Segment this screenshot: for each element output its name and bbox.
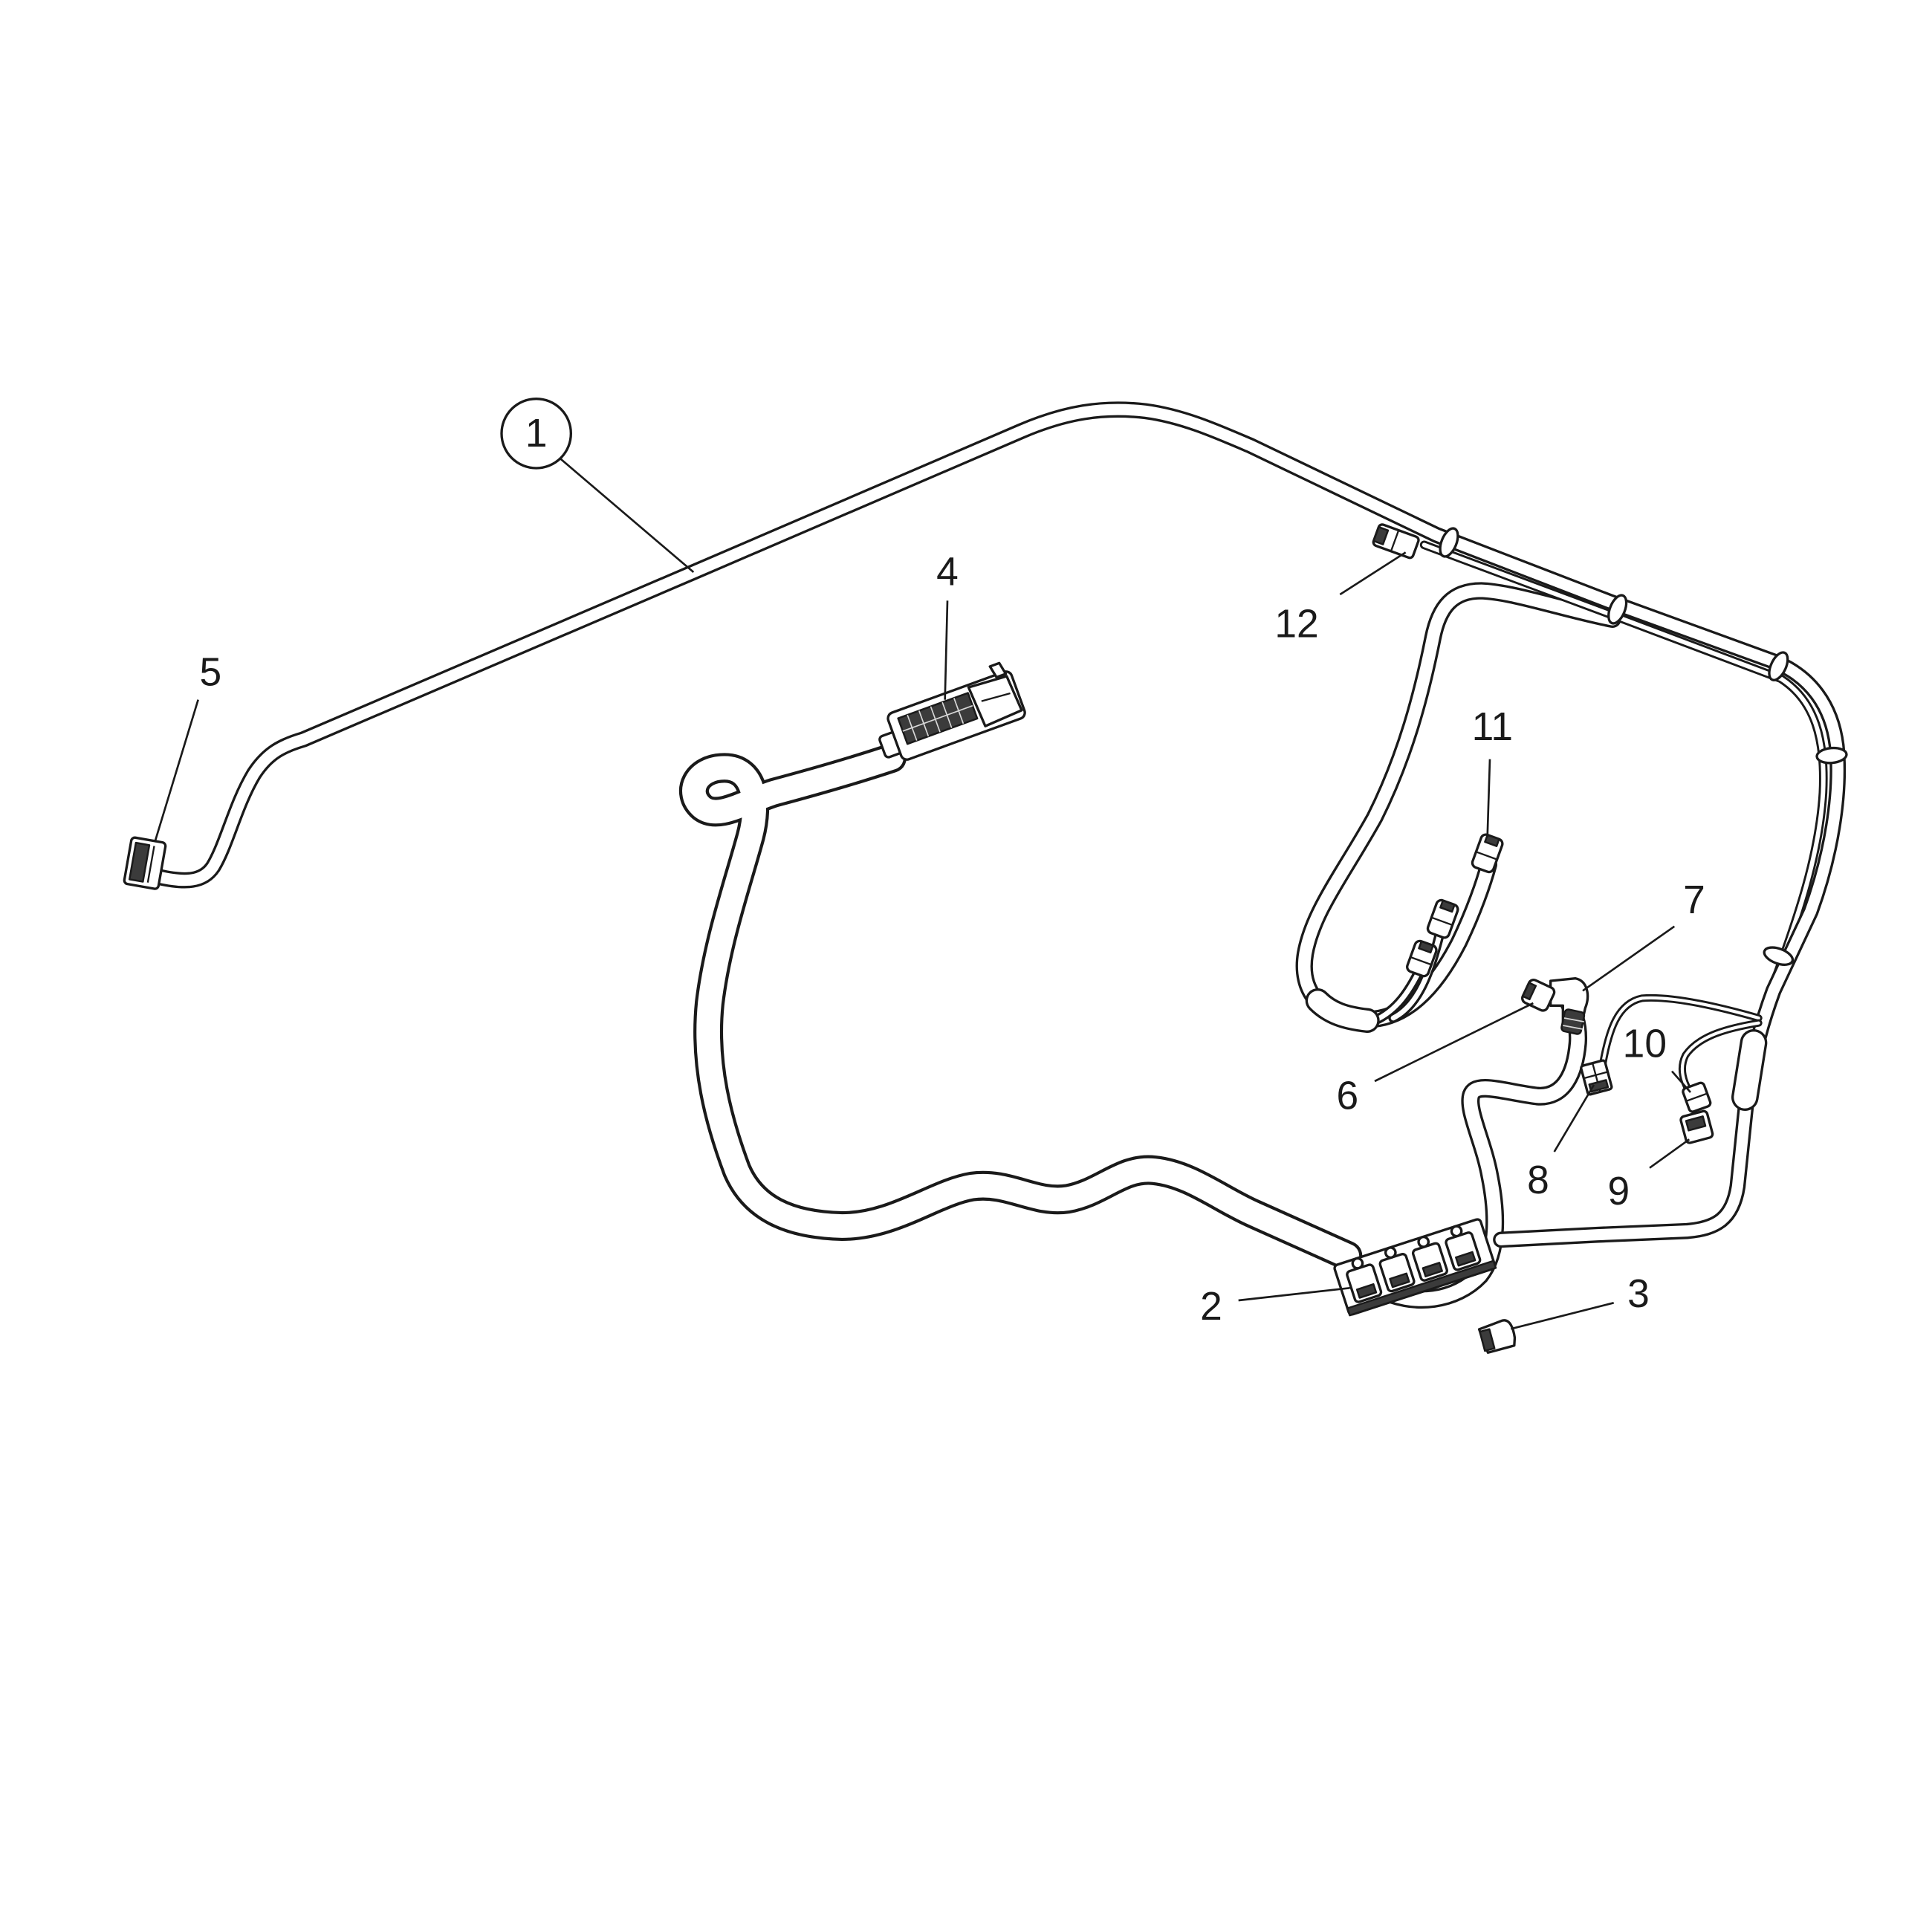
leader-3 [1511, 1302, 1614, 1330]
clip-part-3-face [1479, 1328, 1496, 1352]
relay-block-2 [1333, 1218, 1497, 1317]
branch-cable-to-connector-6 [1367, 991, 1588, 1309]
main-harness-cable-core [152, 403, 1844, 1245]
callout-leaders [154, 457, 1691, 1330]
cable-clamps [1439, 527, 1848, 966]
callout-label-9: 9 [1607, 1170, 1630, 1213]
relay-terminal [1417, 1235, 1430, 1248]
connector-11-tertiary-face [1418, 940, 1434, 954]
connector-11-secondary-face [1439, 899, 1456, 913]
connector-4-rib [902, 704, 973, 732]
callout-label-6: 6 [1336, 1074, 1358, 1118]
callout-label-11: 11 [1472, 705, 1513, 749]
branch-cable-6-core [1370, 993, 1585, 1306]
branch-cable-11-core [1298, 584, 1619, 1026]
connector-11-tertiary-rib [1410, 956, 1432, 966]
connector-12 [1372, 523, 1420, 560]
main-harness-cable-outline [150, 401, 1847, 1248]
relay-face [1455, 1251, 1476, 1267]
connector-5-face [128, 841, 151, 883]
connector-7-elbow [1549, 977, 1589, 1035]
leader-10 [1671, 1070, 1691, 1093]
callout-label-4: 4 [936, 551, 959, 594]
relay-face [1389, 1272, 1410, 1288]
cable-clamp [1607, 594, 1628, 625]
callout-label-5: 5 [199, 651, 221, 695]
callout-label-1: 1 [525, 412, 548, 456]
callout-label-12: 12 [1274, 603, 1318, 646]
relay-terminal [1384, 1246, 1397, 1260]
connector-6 [1521, 978, 1556, 1012]
connector-8 [1580, 1059, 1613, 1096]
leader-9 [1649, 1138, 1690, 1169]
main-harness-cable [150, 401, 1847, 1248]
branch-wire-10-core [1680, 1021, 1760, 1099]
relay [1445, 1225, 1482, 1271]
relay-face [1422, 1262, 1443, 1277]
branch-wire-11b-core [1390, 929, 1443, 1021]
cable-clamp [1815, 746, 1848, 765]
cable-clamp [1768, 651, 1789, 681]
connector-7-rib [1563, 1025, 1583, 1030]
connector-4-latch [967, 675, 1023, 727]
connector-11-secondary [1426, 898, 1459, 939]
connector-12-rib [1390, 530, 1400, 552]
leader-11 [1486, 759, 1491, 837]
relay-terminal [1351, 1257, 1364, 1270]
connector-5-rib [146, 846, 155, 883]
relay [1411, 1235, 1448, 1282]
right-sleeve-core [1734, 1031, 1765, 1109]
connector-11-rib [1476, 851, 1498, 860]
leader-12 [1339, 551, 1407, 596]
relay-terminal [1450, 1225, 1463, 1238]
parallel-thin-wire-core [1422, 542, 1826, 1025]
leader-5 [154, 699, 199, 843]
branch-cable-to-connector-11 [1295, 582, 1621, 1034]
callout-1-circle [500, 398, 573, 470]
leader-8 [1553, 1084, 1595, 1153]
clip-part-3 [1477, 1319, 1517, 1354]
connector-4 [878, 661, 1026, 761]
relay [1346, 1257, 1383, 1303]
leader-6 [1374, 1002, 1534, 1083]
lower-harness-cable-core [682, 746, 1360, 1268]
leader-1 [559, 457, 695, 574]
connector-11 [1471, 833, 1504, 874]
leader-4 [944, 600, 949, 700]
callout-label-3: 3 [1627, 1272, 1650, 1316]
lower-harness-cable [679, 743, 1363, 1271]
connector-6-face [1522, 982, 1537, 1001]
branch-wires-8-10 [1598, 993, 1763, 1101]
connector-10 [1682, 1081, 1712, 1113]
connector-8-face [1588, 1079, 1610, 1093]
connector-4-tab [988, 661, 1008, 679]
connector-11-tertiary [1406, 939, 1438, 978]
branch-wire-11c-core [1372, 968, 1422, 1023]
connector-7-rib [1563, 1017, 1584, 1022]
callout-label-2: 2 [1200, 1285, 1222, 1329]
callout-label-7: 7 [1683, 878, 1705, 922]
connector-5 [123, 836, 167, 890]
relay-face [1355, 1283, 1378, 1299]
branch-wire-8-core [1601, 996, 1760, 1067]
relay-block-plate-edge [1346, 1260, 1497, 1317]
connector-9 [1679, 1109, 1714, 1144]
parallel-thin-wire [1419, 540, 1828, 1028]
connector-12-face [1372, 525, 1390, 545]
leader-7 [1582, 925, 1676, 992]
relay [1378, 1246, 1416, 1293]
loop-sleeve-core [1308, 991, 1378, 1031]
connector-11-face [1484, 834, 1500, 847]
callout-label-10: 10 [1623, 1022, 1667, 1066]
leader-2 [1238, 1287, 1350, 1302]
cable-clamp [1439, 527, 1459, 558]
connector-10-rib [1685, 1092, 1708, 1102]
callout-label-8: 8 [1527, 1158, 1549, 1202]
connector-11-secondary-rib [1431, 916, 1453, 927]
cable-clamp [1763, 946, 1795, 966]
connector-4-latch-edge [981, 692, 1011, 702]
connector-9-face [1685, 1115, 1707, 1132]
